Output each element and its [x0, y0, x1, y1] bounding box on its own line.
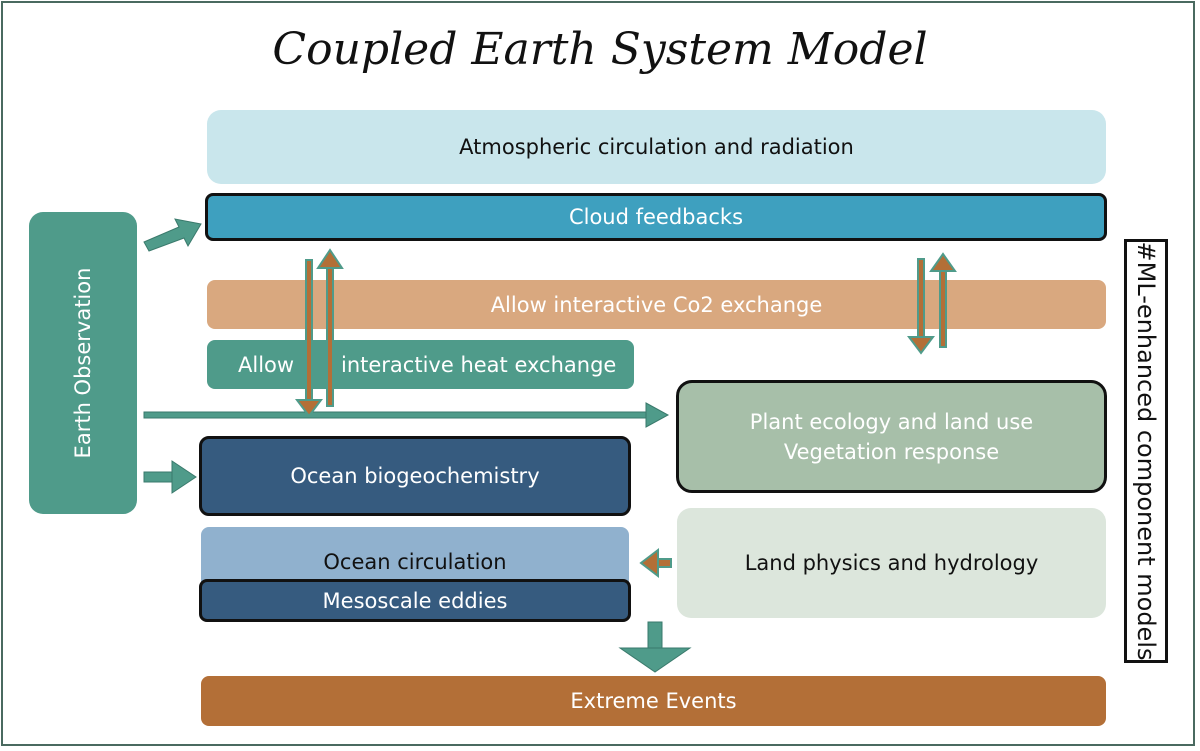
ml-enhanced-box: #ML-enhanced component models: [1124, 239, 1168, 663]
eo-to-ocean-arrow: [143, 460, 197, 494]
left-down-arrow: [295, 259, 323, 418]
extreme-events-label: Extreme Events: [570, 689, 737, 713]
to-extreme-events-arrow: [618, 621, 692, 673]
co2-exchange-label: Allow interactive Co2 exchange: [490, 292, 823, 317]
plant-ecology-box: Plant ecology and land use Vegetation re…: [676, 380, 1107, 493]
ocean-biogeochemistry-label: Ocean biogeochemistry: [290, 464, 540, 488]
right-up-arrow: [929, 252, 957, 348]
eo-to-plant-arrow: [143, 402, 670, 428]
ocean-circulation-label: Ocean circulation: [323, 550, 507, 574]
vegetation-response-label: Vegetation response: [783, 439, 1000, 464]
land-physics-box: Land physics and hydrology: [677, 508, 1106, 618]
land-to-ocean-arrow: [639, 547, 672, 579]
cloud-feedbacks-label: Cloud feedbacks: [568, 205, 744, 229]
plant-ecology-label: Plant ecology and land use: [749, 409, 1034, 434]
cloud-feedbacks-box: Cloud feedbacks: [205, 193, 1107, 241]
ocean-biogeochemistry-box: Ocean biogeochemistry: [199, 436, 631, 516]
heat-exchange-label-right: interactive heat exchange: [341, 352, 617, 377]
earth-observation-box: Earth Observation: [29, 212, 137, 514]
heat-exchange-label-left: Allow: [238, 352, 295, 377]
atmosphere-label: Atmospheric circulation and radiation: [459, 135, 854, 159]
co2-exchange-box: Allow interactive Co2 exchange: [207, 280, 1106, 329]
mesoscale-eddies-label: Mesoscale eddies: [322, 588, 508, 613]
diagram-title: Coupled Earth System Model: [272, 24, 928, 75]
left-up-arrow: [316, 248, 344, 407]
land-physics-label: Land physics and hydrology: [744, 551, 1039, 575]
mesoscale-eddies-box: Mesoscale eddies: [199, 579, 631, 622]
atmosphere-box: Atmospheric circulation and radiation: [207, 110, 1106, 184]
eo-to-cloud-arrow: [143, 218, 202, 252]
right-down-arrow: [907, 258, 935, 355]
heat-exchange-box: Allow interactive heat exchange: [207, 340, 634, 389]
extreme-events-box: Extreme Events: [201, 676, 1106, 726]
